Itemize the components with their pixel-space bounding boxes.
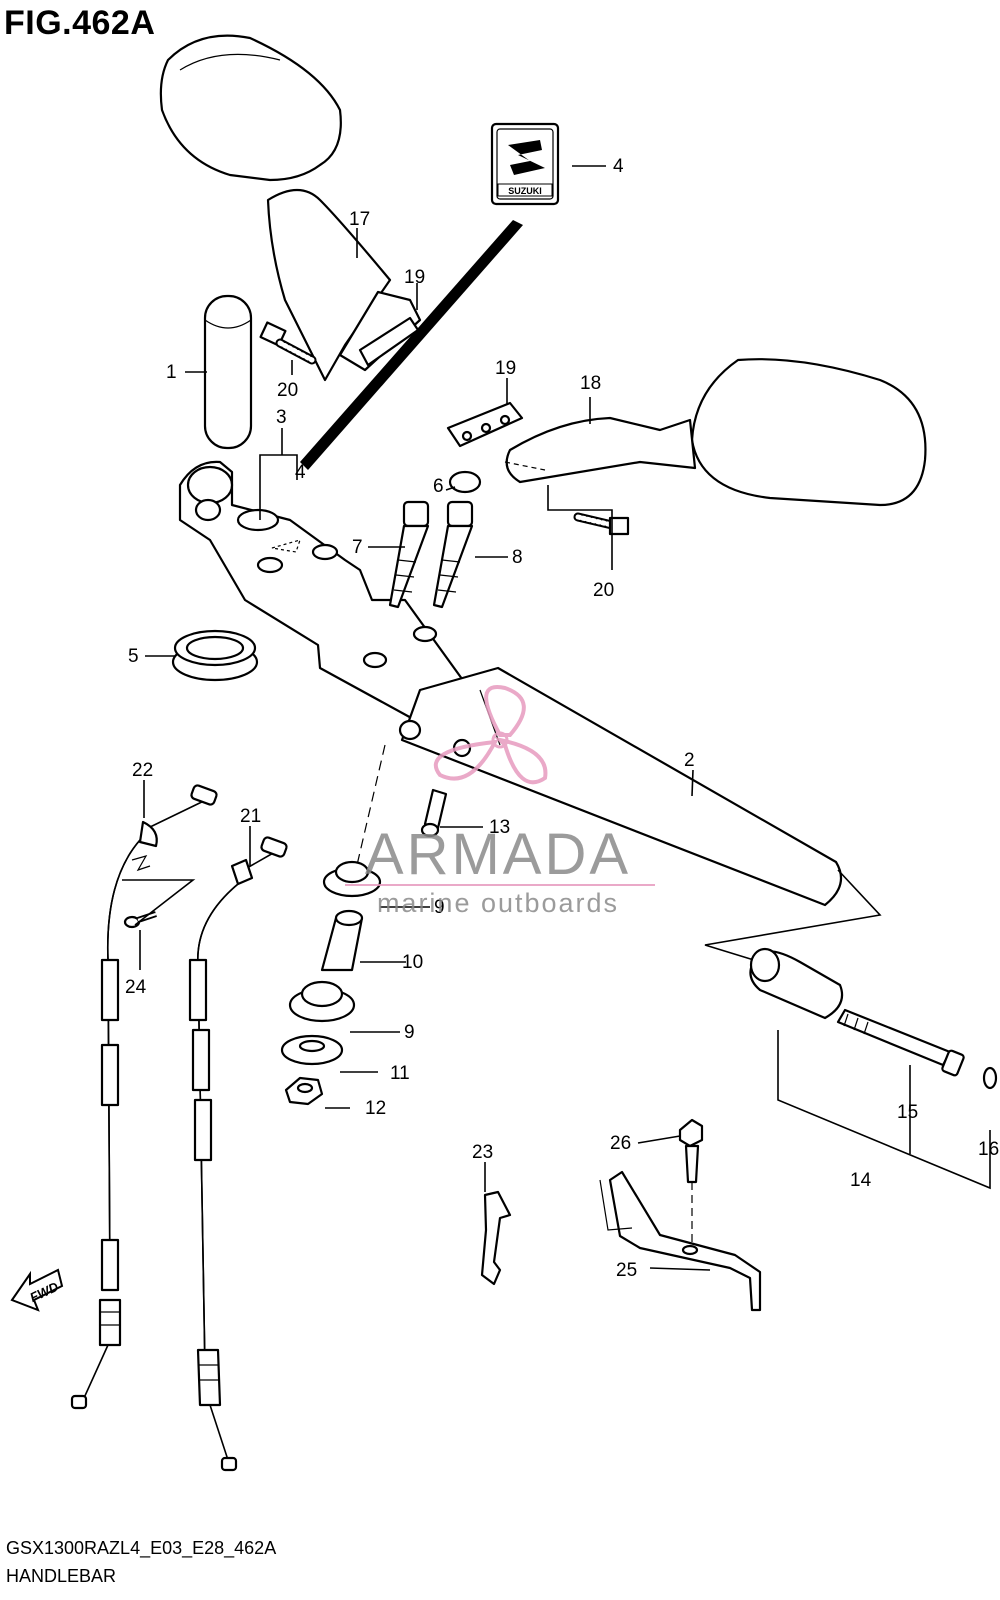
callout-18: 18 — [580, 373, 601, 394]
left-mirror-part-17[interactable] — [159, 34, 392, 382]
callout-2: 2 — [684, 750, 695, 771]
callout-20-right: 20 — [593, 580, 614, 601]
suzuki-emblem-part-4[interactable]: SUZUKI — [490, 122, 560, 206]
figure-title: FIG.462A — [4, 4, 156, 42]
callout-14: 14 — [850, 1170, 872, 1191]
spacer-part-10[interactable] — [320, 909, 364, 972]
callout-4-emblem: 4 — [613, 156, 624, 177]
callout-19-right: 19 — [495, 358, 516, 379]
callout-3: 3 — [276, 407, 287, 428]
screw-part-24[interactable] — [123, 855, 157, 929]
callout-16: 16 — [978, 1139, 999, 1160]
cable-clamp-part-23[interactable] — [480, 1190, 512, 1286]
callout-9-lower: 9 — [404, 1022, 415, 1043]
throttle-cable-part-22[interactable] — [70, 784, 218, 1410]
callout-numbers: 1 2 3 4 4 5 6 7 8 9 9 10 11 12 13 14 15 … — [125, 156, 999, 1281]
mirror-bolt-part-20-left[interactable] — [259, 321, 317, 365]
bar-end-weight-part-14[interactable] — [749, 947, 844, 1020]
leader-24-bracket — [122, 879, 196, 926]
bar-end-bolt-part-15[interactable] — [836, 1008, 965, 1077]
mirror-spacer-part-19-right[interactable] — [446, 401, 524, 448]
clamp-bolt-part-8[interactable] — [432, 500, 474, 609]
watermark-brand: ARMADA — [365, 822, 631, 887]
propeller-logo — [433, 685, 548, 785]
callout-23: 23 — [472, 1142, 493, 1163]
callout-15: 15 — [897, 1102, 918, 1123]
bracket-part-25[interactable] — [599, 1170, 762, 1312]
watermark-tagline: marine outboards — [377, 888, 619, 918]
handlebar-clamp-part-3[interactable] — [178, 460, 472, 722]
model-code: GSX1300RAZL4_E03_E28_462A — [6, 1538, 277, 1558]
callout-4-clamp: 4 — [295, 462, 306, 483]
callout-26: 26 — [610, 1133, 631, 1154]
bolt-part-26[interactable] — [678, 1118, 704, 1184]
break-line — [704, 869, 882, 966]
throttle-cable-part-21[interactable] — [188, 836, 288, 1472]
callout-17: 17 — [349, 209, 370, 230]
emblem-pointer-arrow — [300, 220, 523, 470]
dust-seal-part-5[interactable] — [171, 629, 259, 682]
cap-part-6[interactable] — [448, 470, 482, 494]
callout-7: 7 — [352, 537, 363, 558]
screw-part-13[interactable] — [420, 788, 448, 838]
leader-lines — [139, 165, 711, 1271]
callout-1: 1 — [166, 362, 177, 383]
armada-watermark: ARMADA marine outboards — [345, 685, 655, 918]
callout-10: 10 — [402, 952, 423, 973]
callout-13: 13 — [489, 817, 510, 838]
callout-21: 21 — [240, 806, 261, 827]
callout-19-upper: 19 — [404, 267, 425, 288]
callout-5: 5 — [128, 646, 139, 667]
callout-6: 6 — [433, 476, 444, 497]
bracket-14-lines — [777, 1030, 991, 1190]
forward-direction-arrow: FWD — [10, 1268, 64, 1312]
mirror-bolt-part-20-right[interactable] — [573, 512, 630, 536]
callout-24: 24 — [125, 977, 147, 998]
callout-11: 11 — [390, 1063, 410, 1084]
figure-name: HANDLEBAR — [6, 1566, 117, 1586]
callout-20-left: 20 — [277, 380, 298, 401]
washer-part-11[interactable] — [280, 1034, 344, 1066]
throttle-grip-part-1[interactable] — [203, 294, 253, 450]
nut-part-12[interactable] — [284, 1076, 324, 1106]
callout-12: 12 — [365, 1098, 386, 1119]
cushion-part-9-lower[interactable] — [288, 980, 356, 1023]
right-mirror-part-18[interactable] — [504, 358, 927, 507]
emblem-brand-text: SUZUKI — [508, 186, 542, 196]
cushion-part-9-upper[interactable] — [322, 860, 382, 898]
callout-25: 25 — [616, 1260, 637, 1281]
callout-22: 22 — [132, 760, 153, 781]
washer-part-16[interactable] — [982, 1066, 998, 1090]
callout-8: 8 — [512, 547, 523, 568]
clamp-bolt-part-7[interactable] — [388, 500, 430, 609]
callout-9-upper: 9 — [434, 897, 445, 918]
